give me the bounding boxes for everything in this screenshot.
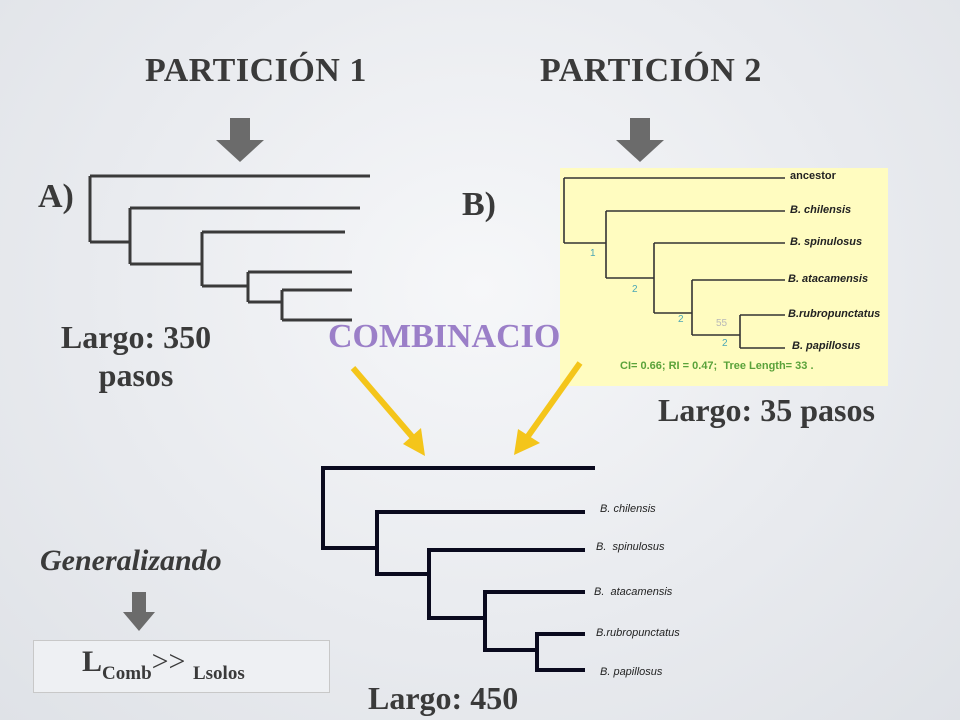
tree-b-node-value: 2 [632,284,638,295]
partition-2-heading: PARTICIÓN 2 [540,52,762,89]
combination-heading: COMBINACION [328,318,585,355]
tree-a-length-line1: Largo: 350 [60,319,212,355]
tree-b-node-value: 1 [590,248,596,259]
formula-sub-comb: Comb [102,663,152,684]
formula: LComb>> Lsolos [82,645,245,685]
arrow-left-icon [350,366,425,456]
arrow-right-icon [514,361,583,455]
combined-taxon-atacamensis: B. atacamensis [594,586,673,598]
down-arrow-icon [216,118,264,162]
tree-b-diagram [563,177,785,349]
down-arrow-icon [616,118,664,162]
tree-a-length-line2: pasos [98,357,174,393]
tree-b-stats: CI= 0.66; RI = 0.47; Tree Length= 33 . [620,360,814,372]
tree-b-taxon-chilensis: B. chilensis [790,204,852,216]
formula-main: L [82,645,103,678]
partition-1-heading: PARTICIÓN 1 [145,52,367,89]
tree-a-diagram [88,174,370,322]
tree-b-length: Largo: 35 pasos [658,392,875,428]
tree-a-length: Largo: 350 pasos [46,318,226,394]
tree-b-taxon-papillosus: B. papillosus [792,340,861,352]
combined-taxon-rubropunctatus: B.rubropunctatus [596,627,680,639]
tree-b-taxon-ancestor: ancestor [790,170,836,182]
formula-box: LComb>> Lsolos [33,640,330,693]
down-arrow-icon [123,592,155,631]
tree-b-taxon-atacamensis: B. atacamensis [788,273,869,285]
generalization-label: Generalizando [40,544,222,577]
tree-b-node-value: 55 [716,318,728,329]
tree-b-node-value: 2 [722,338,728,349]
tree-b-taxon-rubropunctatus: B.rubropunctatus [788,308,881,320]
formula-sub-solos: Lsolos [192,663,245,684]
combined-length: Largo: 450 [368,680,519,716]
tree-b-node-value: 2 [678,314,684,325]
tree-b-taxon-spinulosus: B. spinulosus [790,236,863,248]
combined-taxon-spinulosus: B. spinulosus [596,541,665,553]
combined-tree-diagram [321,466,595,672]
tree-b-label: B) [462,186,496,223]
combined-taxon-papillosus: B. papillosus [600,666,663,678]
combined-taxon-chilensis: B. chilensis [600,503,656,515]
formula-operator: >> [151,645,193,678]
tree-a-label: A) [38,178,74,215]
tree-b-panel: ancestor B. chilensis B. spinulosus B. a… [560,168,888,386]
